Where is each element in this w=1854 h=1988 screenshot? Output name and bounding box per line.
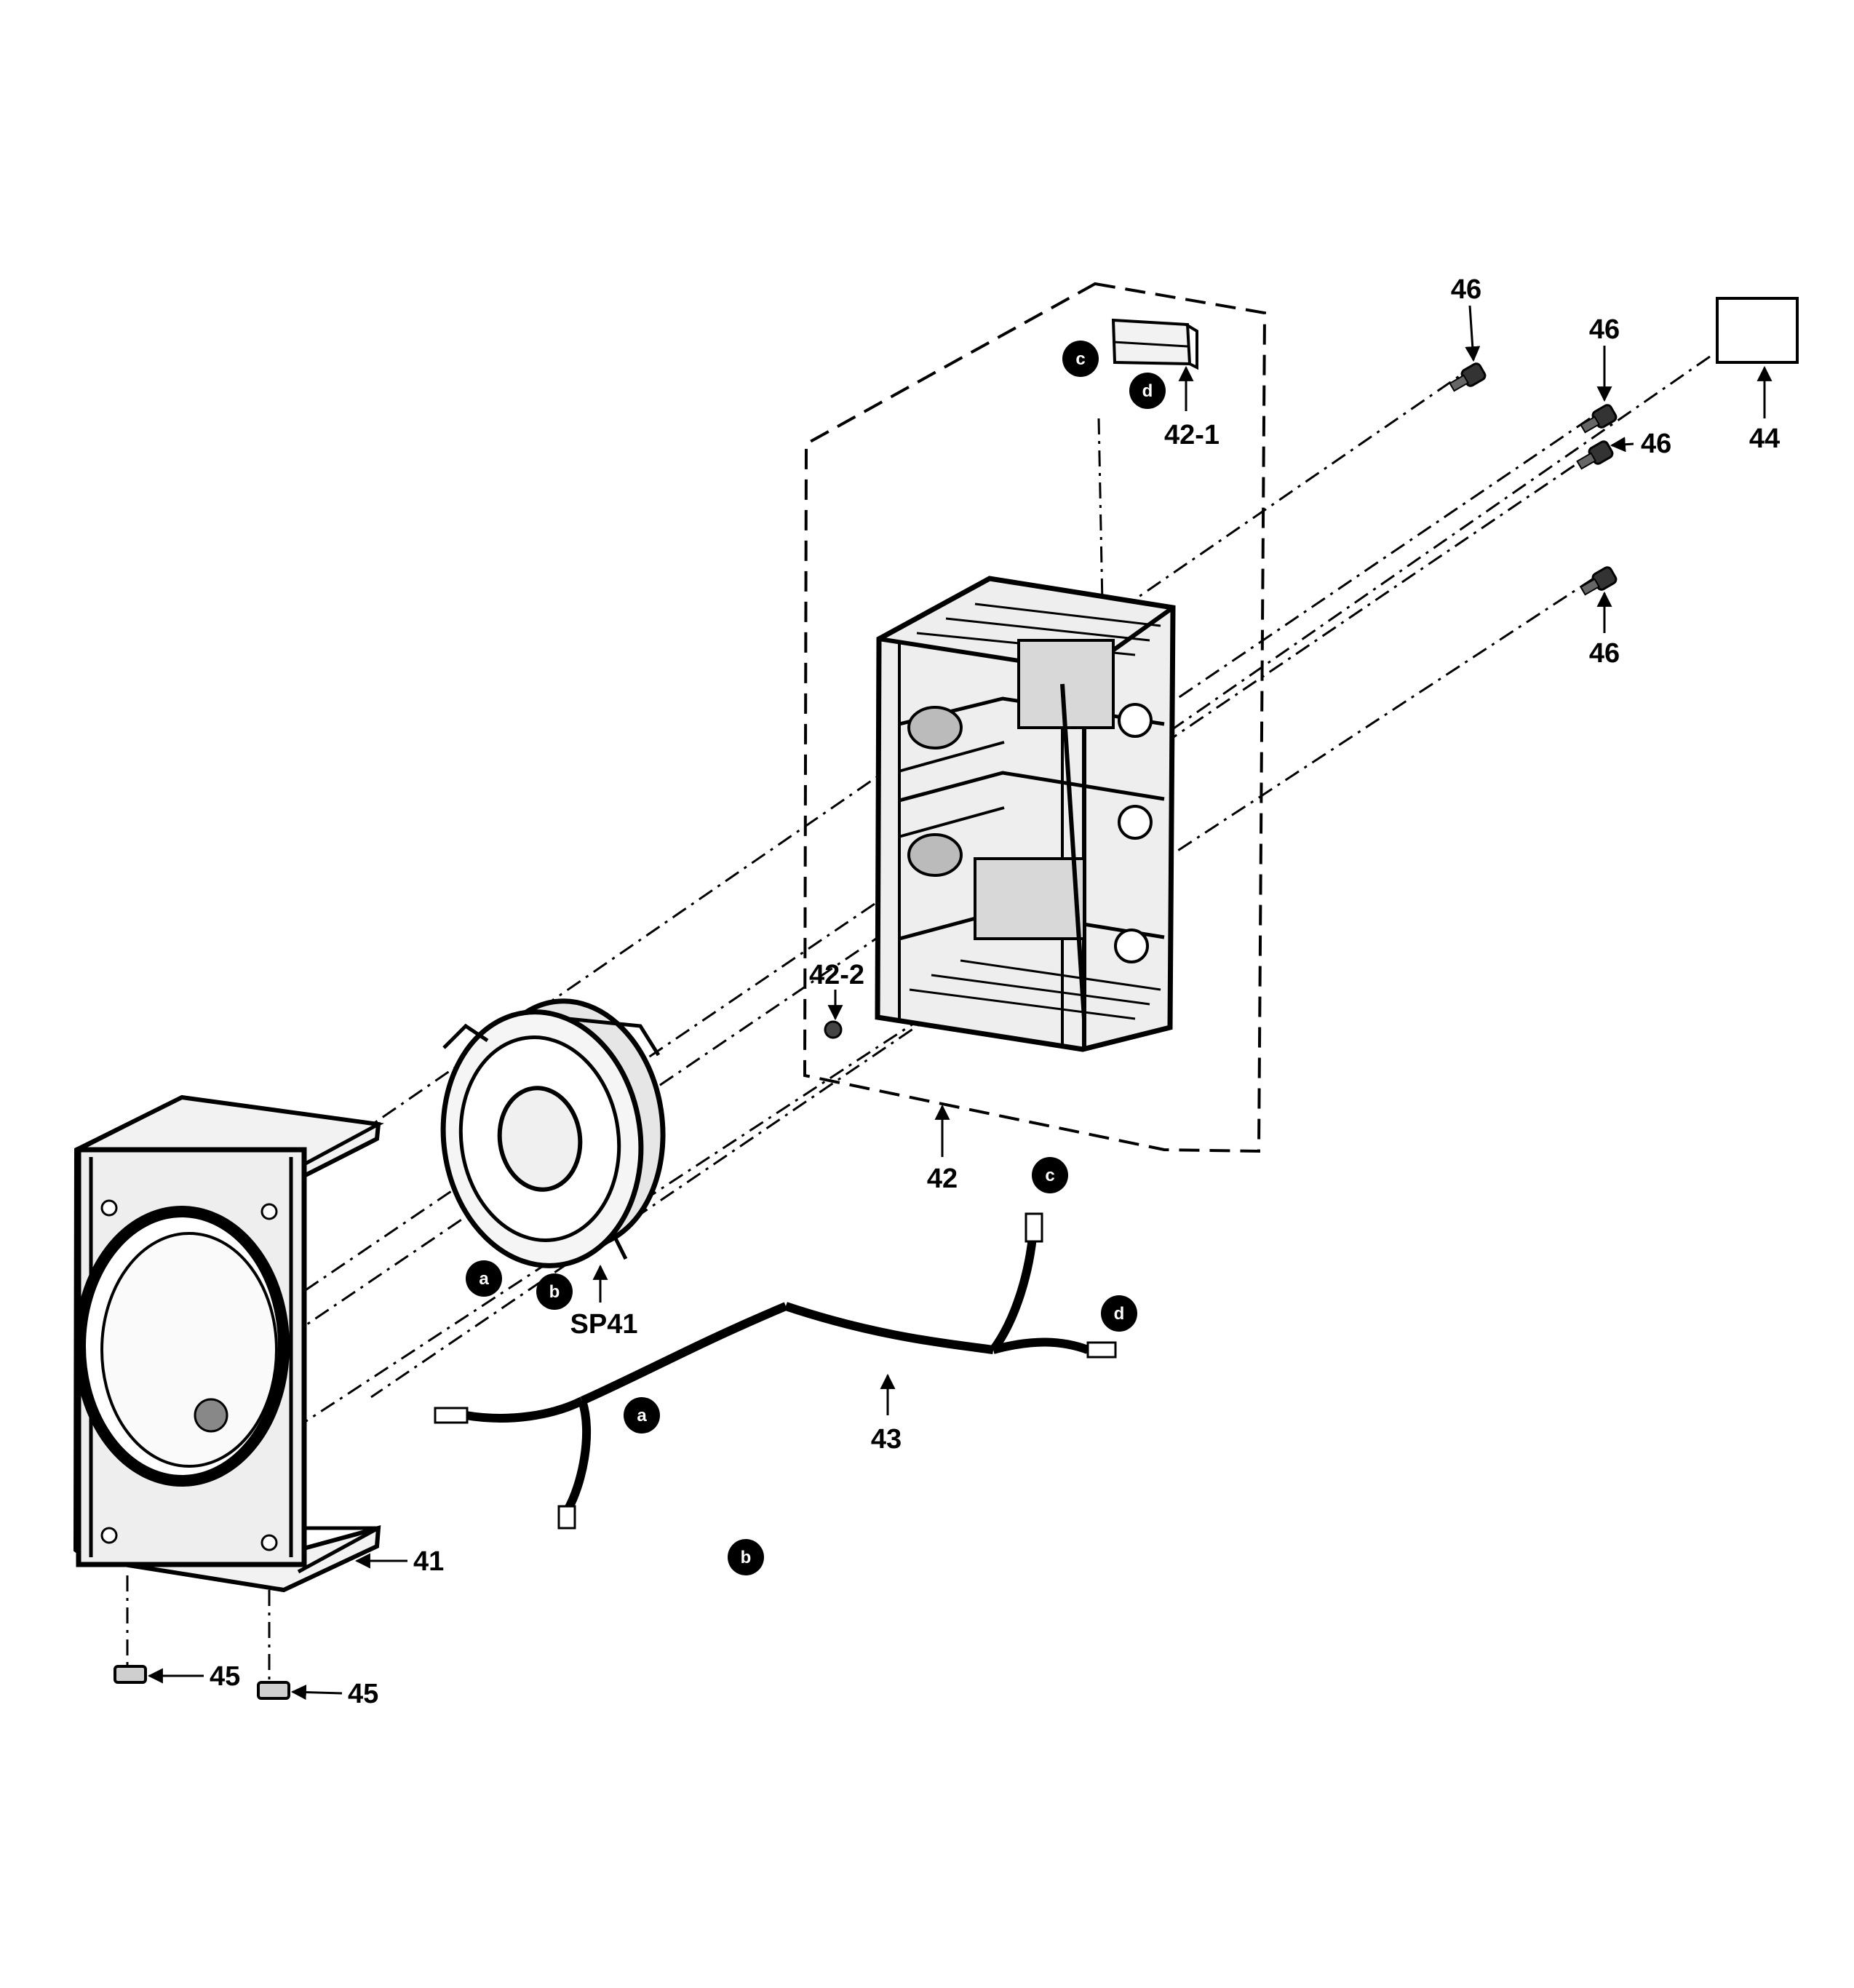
connector-badges: c d a b c d a b (466, 341, 1166, 1575)
svg-text:b: b (741, 1548, 752, 1567)
callout-41: 41 (413, 1546, 444, 1577)
part-44-label (1716, 297, 1799, 364)
part-45-foot-left (114, 1665, 147, 1684)
part-42-enclosure-cabinet (875, 576, 1176, 1052)
callout-sp41: SP41 (570, 1309, 638, 1340)
part-43-wire-harness (434, 1212, 1117, 1530)
connector-badge-c-wire: c (1032, 1157, 1068, 1193)
connector-badge-c-top: c (1062, 341, 1099, 377)
svg-text:c: c (1045, 1166, 1054, 1185)
svg-text:a: a (479, 1269, 489, 1289)
part-42-boundary (803, 282, 1267, 1153)
svg-text:b: b (549, 1282, 560, 1302)
part-42-2-screw (824, 1020, 843, 1039)
connector-badge-a-speaker: a (466, 1260, 502, 1297)
callout-44: 44 (1749, 424, 1780, 454)
callout-42: 42 (927, 1164, 958, 1194)
leader-arrows (147, 305, 1773, 1701)
part-45-foot-right (257, 1681, 290, 1700)
svg-text:d: d (1142, 381, 1153, 401)
connector-badge-b-wire: b (728, 1539, 764, 1575)
connector-badge-d-top: d (1129, 373, 1166, 409)
connector-badge-b-speaker: b (536, 1273, 573, 1310)
callout-46-upper-right: 46 (1589, 314, 1620, 345)
svg-text:d: d (1114, 1304, 1125, 1324)
part-sp41-speaker-driver (440, 998, 666, 1268)
callout-45-right: 45 (348, 1679, 378, 1709)
callout-45-left: 45 (210, 1661, 240, 1692)
callout-46-top: 46 (1451, 274, 1481, 305)
callout-labels: 46 46 46 46 44 42-1 42-2 42 SP41 43 41 4… (210, 274, 1780, 1709)
part-42-1-bracket (1111, 318, 1198, 370)
callout-42-2: 42-2 (809, 960, 864, 990)
callout-46-middle-right: 46 (1641, 429, 1671, 459)
callout-43: 43 (871, 1424, 902, 1455)
svg-text:a: a (637, 1406, 647, 1426)
part-46-screws (1449, 362, 1618, 596)
callout-42-1: 42-1 (1164, 420, 1220, 450)
callout-46-lower: 46 (1589, 638, 1620, 669)
connector-badge-d-wire: d (1101, 1295, 1137, 1332)
svg-text:c: c (1075, 349, 1085, 369)
connector-badge-a-wire: a (624, 1397, 660, 1434)
part-41-front-baffle (73, 1094, 384, 1593)
